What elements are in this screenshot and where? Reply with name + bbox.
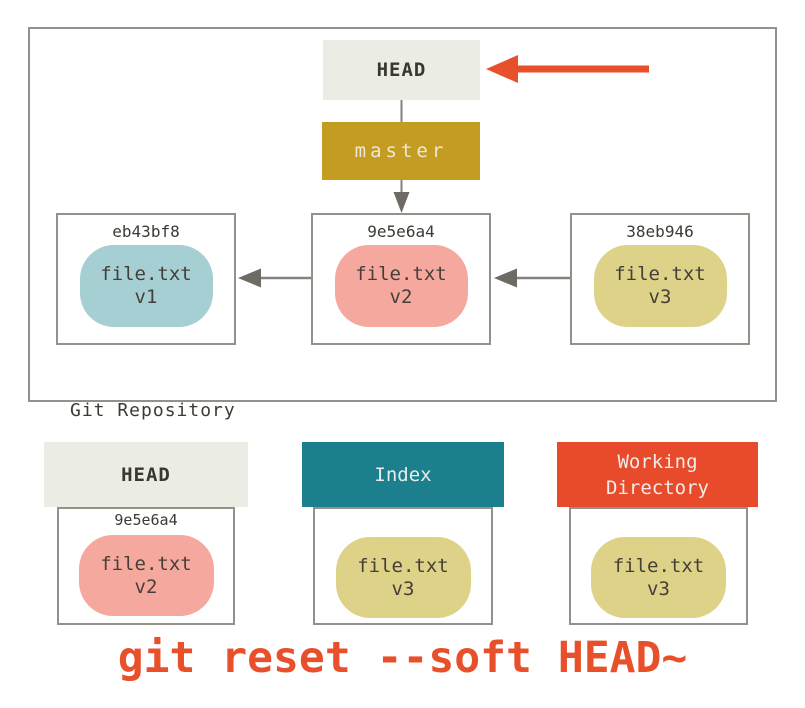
index-area-title: Index [374, 463, 432, 486]
file-name: file.txt [355, 263, 447, 285]
file-version: v2 [389, 286, 413, 308]
index-area-header: Index [302, 442, 504, 507]
file-version: v1 [134, 286, 158, 308]
file-snapshot-blob: file.txt v2 [334, 245, 468, 327]
working-directory-area-title: Working Directory [606, 450, 709, 499]
file-name: file.txt [100, 552, 192, 575]
file-snapshot-blob: file.txt v3 [335, 537, 471, 618]
head-area-body: 9e5e6a4 file.txt v2 [57, 507, 235, 625]
commit-box-eb43bf8: eb43bf8 file.txt v1 [56, 213, 236, 345]
master-branch-box: master [322, 122, 480, 180]
working-directory-area-header: Working Directory [557, 442, 758, 507]
working-directory-area-body: file.txt v3 [569, 507, 748, 625]
commit-hash: eb43bf8 [112, 222, 180, 241]
file-snapshot-blob: file.txt v2 [78, 535, 214, 616]
head-area-header: HEAD [44, 442, 248, 507]
file-version: v3 [648, 286, 672, 308]
commit-box-9e5e6a4: 9e5e6a4 file.txt v2 [311, 213, 491, 345]
file-version: v2 [134, 575, 158, 598]
file-snapshot-blob: file.txt v3 [593, 245, 727, 327]
command-caption: git reset --soft HEAD~ [117, 633, 688, 683]
head-area-hash: 9e5e6a4 [114, 511, 178, 529]
file-name: file.txt [612, 554, 705, 577]
file-snapshot-blob: file.txt v1 [79, 245, 213, 327]
git-repository-label: Git Repository [70, 400, 236, 421]
head-area-title: HEAD [121, 463, 171, 486]
commit-hash: 9e5e6a4 [367, 222, 435, 241]
commit-box-38eb946: 38eb946 file.txt v3 [570, 213, 750, 345]
head-ref-label: HEAD [376, 59, 427, 81]
head-ref-box: HEAD [323, 40, 480, 100]
file-name: file.txt [614, 263, 706, 285]
file-snapshot-blob: file.txt v3 [591, 537, 726, 618]
file-version: v3 [647, 577, 670, 600]
file-name: file.txt [357, 554, 449, 577]
index-area-body: file.txt v3 [313, 507, 493, 625]
file-version: v3 [391, 577, 415, 600]
master-branch-label: master [354, 140, 448, 162]
file-name: file.txt [100, 263, 192, 285]
commit-hash: 38eb946 [626, 222, 694, 241]
